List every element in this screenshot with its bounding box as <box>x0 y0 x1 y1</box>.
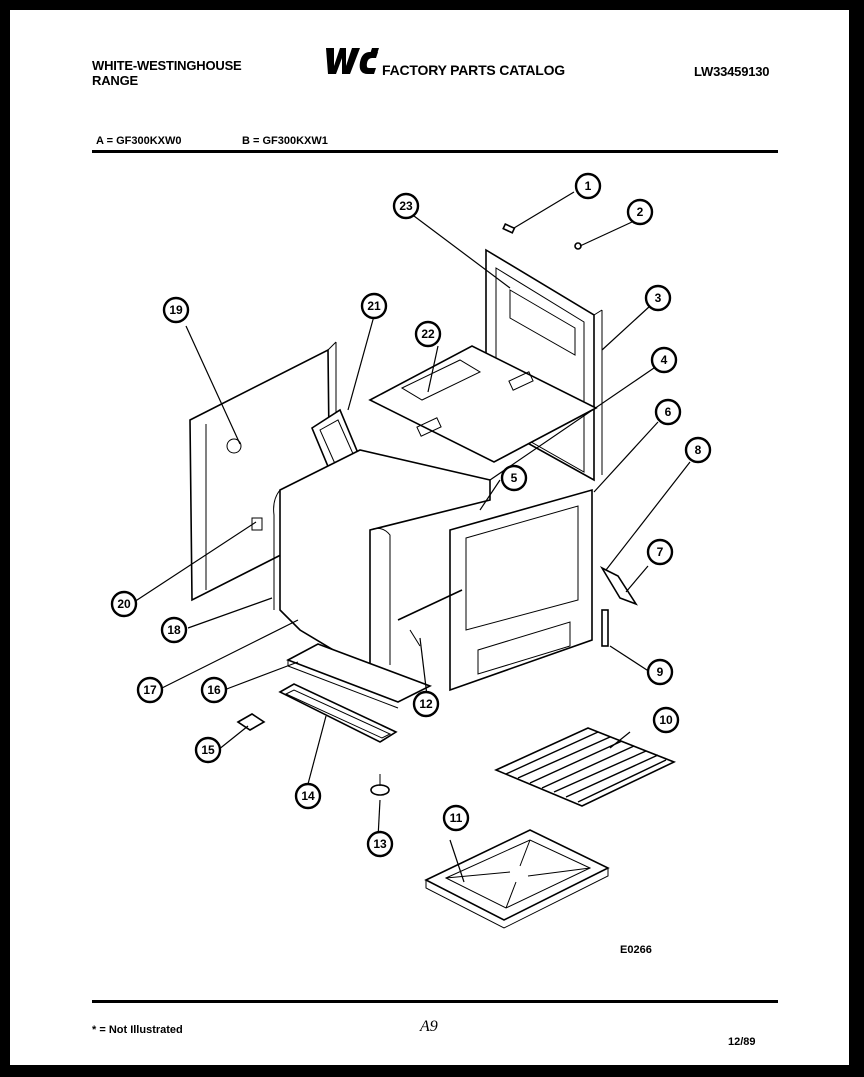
svg-text:13: 13 <box>373 837 387 851</box>
svg-text:19: 19 <box>169 303 183 317</box>
callout-17: 17 <box>136 676 164 704</box>
wci-logo <box>322 46 380 81</box>
svg-text:8: 8 <box>695 443 702 457</box>
oven-liner-wrap <box>273 449 491 674</box>
callout-14: 14 <box>294 782 322 810</box>
svg-text:16: 16 <box>207 683 221 697</box>
oven-rack <box>494 727 676 807</box>
model-a: A = GF300KXW0 <box>96 135 182 147</box>
svg-text:20: 20 <box>117 597 131 611</box>
brand-block: WHITE-WESTINGHOUSE RANGE <box>92 58 242 88</box>
parts-catalog-page: WHITE-WESTINGHOUSE RANGE FACTORY PARTS C… <box>10 10 849 1065</box>
bottom-tray <box>286 643 432 709</box>
svg-text:9: 9 <box>657 665 664 679</box>
broiler-burner <box>397 589 463 647</box>
svg-text:1: 1 <box>585 179 592 193</box>
callout-13: 13 <box>366 830 394 858</box>
svg-text:11: 11 <box>450 811 463 825</box>
header-rule <box>92 150 778 153</box>
leader-lines <box>133 191 691 883</box>
svg-text:14: 14 <box>301 789 315 803</box>
callout-5: 5 <box>500 464 528 492</box>
brand-name: WHITE-WESTINGHOUSE <box>92 58 242 73</box>
broiler-pan <box>424 829 610 929</box>
svg-text:7: 7 <box>657 545 664 559</box>
callout-6: 6 <box>654 398 682 426</box>
model-b: B = GF300KXW1 <box>242 135 328 147</box>
not-illustrated-note: * = Not Illustrated <box>92 1024 183 1036</box>
svg-text:18: 18 <box>167 623 181 637</box>
catalog-number: LW33459130 <box>694 64 770 79</box>
svg-text:17: 17 <box>143 683 157 697</box>
leveling-leg <box>370 774 390 796</box>
svg-text:10: 10 <box>659 713 673 727</box>
svg-text:6: 6 <box>665 405 672 419</box>
svg-text:15: 15 <box>201 743 215 757</box>
front-frame <box>449 488 593 692</box>
callout-21: 21 <box>360 292 388 320</box>
bracket-clip <box>236 713 266 731</box>
callout-8: 8 <box>684 436 712 464</box>
callout-7: 7 <box>646 538 674 566</box>
svg-text:2: 2 <box>637 205 644 219</box>
callout-22: 22 <box>414 320 442 348</box>
footer-rule <box>92 1000 778 1003</box>
exploded-parts-diagram: 1 2 3 4 5 6 7 8 9 10 11 12 13 14 15 16 1… <box>110 172 712 929</box>
callout-15: 15 <box>194 736 222 764</box>
callout-4: 4 <box>650 346 678 374</box>
callout-9: 9 <box>646 658 674 686</box>
svg-text:12: 12 <box>419 697 433 711</box>
svg-text:23: 23 <box>399 199 413 213</box>
callout-20: 20 <box>110 590 138 618</box>
page-number: A9 <box>420 1018 438 1035</box>
door-hinge <box>599 566 638 647</box>
callout-3: 3 <box>644 284 672 312</box>
svg-text:3: 3 <box>655 291 662 305</box>
svg-text:5: 5 <box>511 471 518 485</box>
callout-10: 10 <box>652 706 680 734</box>
diagram-code: E0266 <box>620 944 652 956</box>
callout-18: 18 <box>160 616 188 644</box>
callout-2: 2 <box>626 198 654 226</box>
kickplate <box>278 683 398 743</box>
callout-12: 12 <box>412 690 440 718</box>
callout-16: 16 <box>200 676 228 704</box>
svg-text:22: 22 <box>421 327 435 341</box>
callout-11: 11 <box>442 804 470 832</box>
callout-23: 23 <box>392 192 420 220</box>
callout-1: 1 <box>574 172 602 200</box>
svg-text:4: 4 <box>661 353 668 367</box>
svg-text:21: 21 <box>367 299 381 313</box>
catalog-date: 12/89 <box>728 1036 756 1048</box>
catalog-title: FACTORY PARTS CATALOG <box>382 62 565 78</box>
product-type: RANGE <box>92 73 138 88</box>
callout-19: 19 <box>162 296 190 324</box>
